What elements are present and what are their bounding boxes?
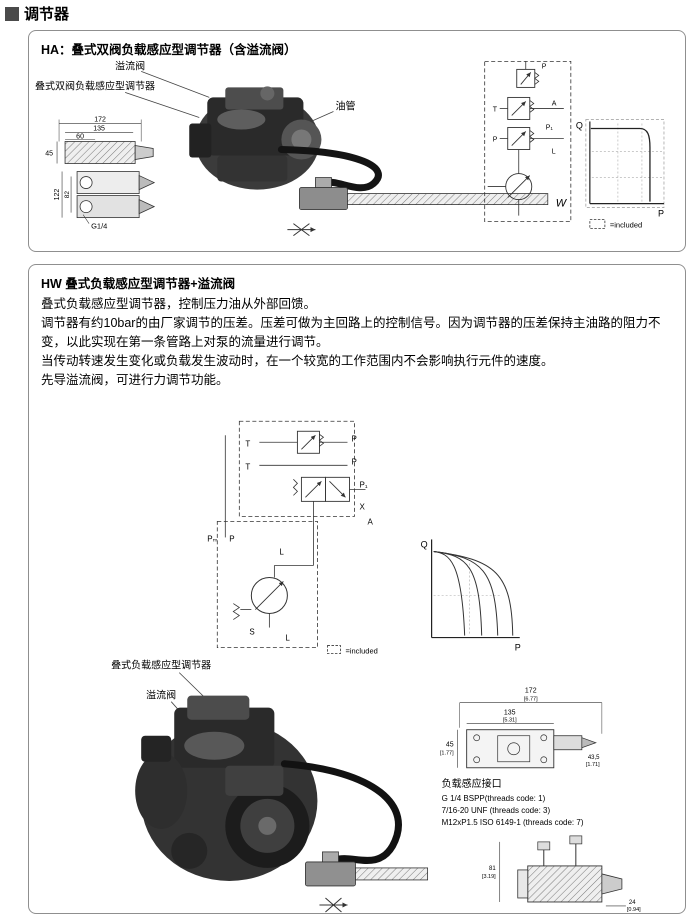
- hw-schematic-p-top: P: [351, 434, 356, 443]
- ha-hatched-pipe: [347, 193, 549, 205]
- hw-dim-135-in: [5.31]: [503, 718, 517, 724]
- hw-paragraph-3: 当传动转速发生变化或负载发生波动时，在一个较宽的工作范围内不会影响执行元件的速度…: [41, 354, 554, 368]
- hw-chart-curve-2: [433, 550, 483, 636]
- ha-valve-photo: [189, 86, 322, 190]
- ha-schematic-p1: P₁: [546, 124, 554, 131]
- ha-adjuster-icon: [287, 223, 316, 237]
- ha-chart-q-label: Q: [576, 120, 583, 130]
- hw-dim-135: 135: [504, 710, 516, 717]
- hw-pump-photo: [135, 695, 318, 881]
- hw-schematic-p2: P: [351, 457, 356, 466]
- ha-chart: Q P: [576, 119, 665, 219]
- hw-dim-45: 45: [446, 742, 454, 749]
- hw-paragraph-2: 调节器有约10bar的由厂家调节的压差。压差可做为主回路上的控制信号。因为调节器…: [41, 316, 661, 349]
- hw-dim-24: 24: [629, 900, 636, 906]
- hw-dimension-bottom: 81 [3.19] 24 [0.94]: [482, 835, 641, 913]
- hw-relief-valve-label: 溢流阀: [146, 689, 176, 702]
- ha-section: HA：叠式双阀负载感应型调节器（含溢流阀） 溢流阀 叠式双阀负载感应型调节器 油…: [28, 30, 686, 252]
- hw-hose-assembly: [280, 760, 429, 913]
- hw-ls-port-block: 负载感应接口 G 1/4 BSPP(threads code: 1) 7/16-…: [442, 777, 584, 827]
- hw-paragraph-4: 先导溢流阀，可进行力调节功能。: [41, 373, 229, 387]
- hw-dim-435: 43,5: [588, 755, 600, 761]
- ha-g14-label: G1/4: [91, 222, 107, 231]
- page-header: 调节器: [5, 3, 69, 24]
- hw-description: 叠式负载感应型调节器，控制压力油从外部回馈。 调节器有约10bar的由厂家调节的…: [41, 295, 677, 390]
- hw-hatched-pipe: [355, 867, 429, 881]
- hw-dim-172-in: [6.77]: [524, 697, 538, 703]
- hw-schematic-t1: T: [245, 439, 250, 448]
- hw-dimension-top: 172 [6.77] 135 [5.31] 45 [1.77] 43,5 [1.…: [440, 688, 603, 769]
- hw-dim-172: 172: [525, 688, 537, 695]
- hw-ls-port-line1: G 1/4 BSPP(threads code: 1): [442, 794, 546, 803]
- hw-dim-45-in: [1.77]: [440, 751, 454, 757]
- hw-section: HW 叠式负载感应型调节器+溢流阀 叠式负载感应型调节器，控制压力油从外部回馈。…: [28, 264, 686, 914]
- ha-included-legend: =included: [589, 219, 642, 230]
- ha-w-port-label: W: [556, 198, 568, 210]
- ha-chart-p-label: P: [658, 209, 664, 219]
- ha-dim-82: 82: [64, 191, 71, 199]
- ha-dim-60: 60: [76, 133, 84, 140]
- ha-oil-pipe-label: 油管: [335, 99, 355, 112]
- hw-ls-port-line2: 7/16-20 UNF (threads code: 3): [442, 806, 551, 815]
- hw-chart-p-label: P: [515, 643, 521, 653]
- ha-dimension-side: 122 82 G1/4: [54, 171, 156, 231]
- hw-schematic-l1: L: [279, 547, 284, 556]
- hw-schematic-a: A: [368, 517, 374, 526]
- hw-ls-port-title: 负载感应接口: [442, 777, 502, 790]
- hw-dim-435-in: [1.71]: [586, 762, 600, 768]
- ha-dim-172: 172: [94, 116, 106, 123]
- ha-schematic-p-left: P: [493, 137, 498, 144]
- hw-schematic-s: S: [249, 628, 254, 637]
- hw-dim-81-in: [3.19]: [482, 874, 496, 880]
- ha-schematic-t: T: [493, 106, 498, 113]
- ha-schematic-p-top: P: [542, 63, 547, 70]
- ha-dim-122: 122: [54, 189, 61, 201]
- ha-schematic: P T P A P₁ L: [484, 60, 572, 223]
- hw-diagram: T P T P P₁ X A L Pₘ P: [111, 420, 641, 913]
- hw-schematic-l2: L: [285, 634, 290, 643]
- ha-title: HA：叠式双阀负载感应型调节器（含溢流阀）: [41, 43, 297, 57]
- hw-regulator-label: 叠式负载感应型调节器: [111, 659, 211, 672]
- ha-schematic-a: A: [552, 100, 557, 107]
- ha-hose-assembly: W: [277, 146, 568, 237]
- hw-schematic-x: X: [360, 502, 366, 511]
- hw-dim-24-in: [0.94]: [627, 907, 641, 913]
- hw-schematic-t2: T: [245, 462, 250, 471]
- ha-diagram: 溢流阀 叠式双阀负载感应型调节器 油管: [35, 59, 665, 237]
- ha-schematic-l: L: [552, 149, 556, 156]
- hw-adjuster-icon: [319, 897, 348, 913]
- hw-title: HW 叠式负载感应型调节器+溢流阀: [41, 277, 236, 291]
- section-marker-icon: [5, 6, 19, 21]
- ha-dimension-top: 172 135 60 45: [45, 116, 154, 164]
- ha-included-note: =included: [610, 221, 642, 230]
- ha-regulator-label: 叠式双阀负载感应型调节器: [35, 79, 155, 92]
- hw-chart-q-label: Q: [421, 539, 428, 549]
- hw-chart: Q P: [421, 539, 521, 653]
- hw-schematic-p-left: P: [229, 534, 234, 543]
- hw-schematic-pm: Pₘ: [207, 534, 217, 543]
- ha-callouts: 溢流阀 叠式双阀负载感应型调节器 油管: [35, 59, 355, 128]
- hw-chart-curve-4: [433, 550, 514, 636]
- hw-dim-81: 81: [489, 866, 496, 872]
- ha-relief-valve-label: 溢流阀: [115, 59, 145, 72]
- ha-dim-135: 135: [93, 125, 105, 132]
- hw-included-note: =included: [345, 647, 377, 656]
- hw-schematic-p1: P₁: [360, 480, 368, 489]
- page-title: 调节器: [24, 6, 70, 23]
- hw-paragraph-1: 叠式负载感应型调节器，控制压力油从外部回馈。: [41, 297, 317, 311]
- hw-ls-port-line3: M12xP1.5 ISO 6149-1 (threads code: 7): [442, 818, 584, 827]
- ha-dim-45: 45: [45, 151, 53, 158]
- hw-schematic: T P T P P₁ X A L Pₘ P: [207, 420, 378, 656]
- hw-chart-curve-1: [433, 550, 466, 636]
- ha-chart-curve: [590, 127, 651, 202]
